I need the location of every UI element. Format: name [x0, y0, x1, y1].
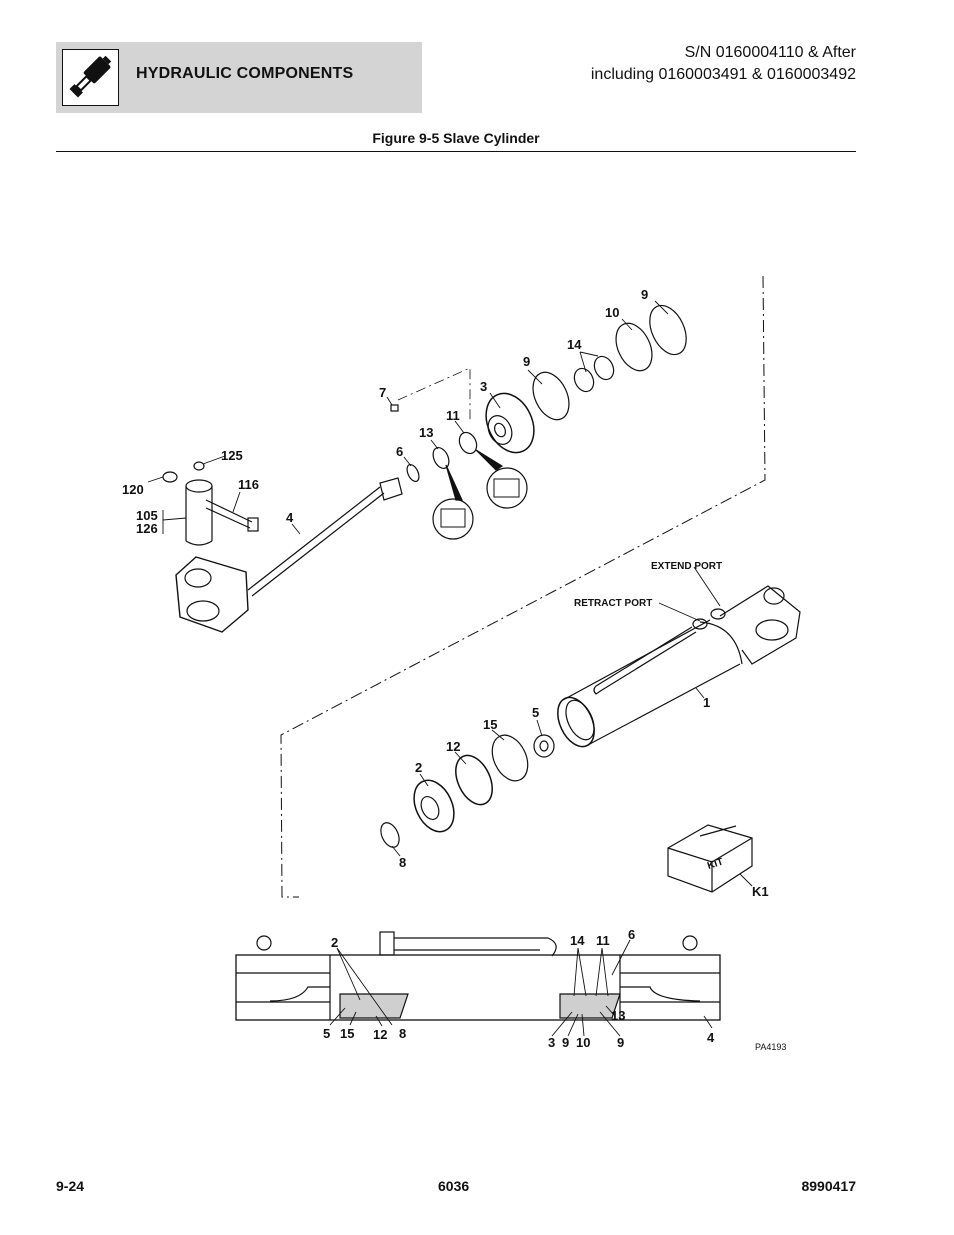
callout: 1: [703, 695, 710, 710]
callout: 14: [570, 933, 585, 948]
callout: 126: [136, 521, 158, 536]
model-number: 6036: [438, 1178, 470, 1194]
callouts: 9 10 14 9 3 7 11 13 6 125 120 116 105 12…: [122, 287, 769, 1050]
callout: 6: [396, 444, 403, 459]
callout: 10: [576, 1035, 590, 1050]
callout: 9: [641, 287, 648, 302]
callout: 15: [340, 1026, 354, 1041]
callout: 120: [122, 482, 144, 497]
callout: 13: [611, 1008, 625, 1023]
callout: 14: [567, 337, 582, 352]
serial-range: S/N 0160004110 & After including 0160003…: [591, 42, 856, 86]
callout: 2: [331, 935, 338, 950]
callout: 116: [238, 477, 259, 492]
callout: 3: [548, 1035, 555, 1050]
callout: K1: [752, 884, 769, 899]
extend-port-label: EXTEND PORT: [651, 561, 722, 572]
callout: 9: [523, 354, 530, 369]
callout: 105: [136, 508, 158, 523]
callout: 4: [707, 1030, 715, 1045]
callout: 10: [605, 305, 619, 320]
header-rule: [56, 151, 856, 152]
callout: 8: [399, 855, 406, 870]
callout: 15: [483, 717, 497, 732]
section-title: HYDRAULIC COMPONENTS: [136, 65, 354, 82]
callout: 6: [628, 927, 635, 942]
retract-port-label: RETRACT PORT: [574, 598, 652, 609]
callout: 7: [379, 385, 386, 400]
serial-line-1: S/N 0160004110 & After: [684, 44, 856, 61]
manual-number: 8990417: [801, 1178, 856, 1194]
callout: 5: [323, 1026, 330, 1041]
figure-title: Figure 9-5 Slave Cylinder: [372, 130, 540, 146]
callout: 12: [446, 739, 460, 754]
kit-label: KIT: [706, 857, 725, 872]
callout: 125: [221, 448, 243, 463]
callout: 2: [415, 760, 422, 775]
art-code: PA4193: [755, 1042, 786, 1052]
page-number: 9-24: [56, 1178, 85, 1194]
callout: 9: [562, 1035, 569, 1050]
callout: 12: [373, 1027, 387, 1042]
callout: 3: [480, 379, 487, 394]
callout: 4: [286, 510, 294, 525]
callout: 9: [617, 1035, 624, 1050]
callout: 11: [596, 933, 610, 948]
serial-line-2: including 0160003491 & 0160003492: [590, 66, 856, 83]
hydraulic-cylinder-icon: [62, 49, 119, 106]
callout: 8: [399, 1026, 406, 1041]
callout: 11: [446, 408, 460, 423]
callout: 5: [532, 705, 539, 720]
callout: 13: [419, 425, 433, 440]
